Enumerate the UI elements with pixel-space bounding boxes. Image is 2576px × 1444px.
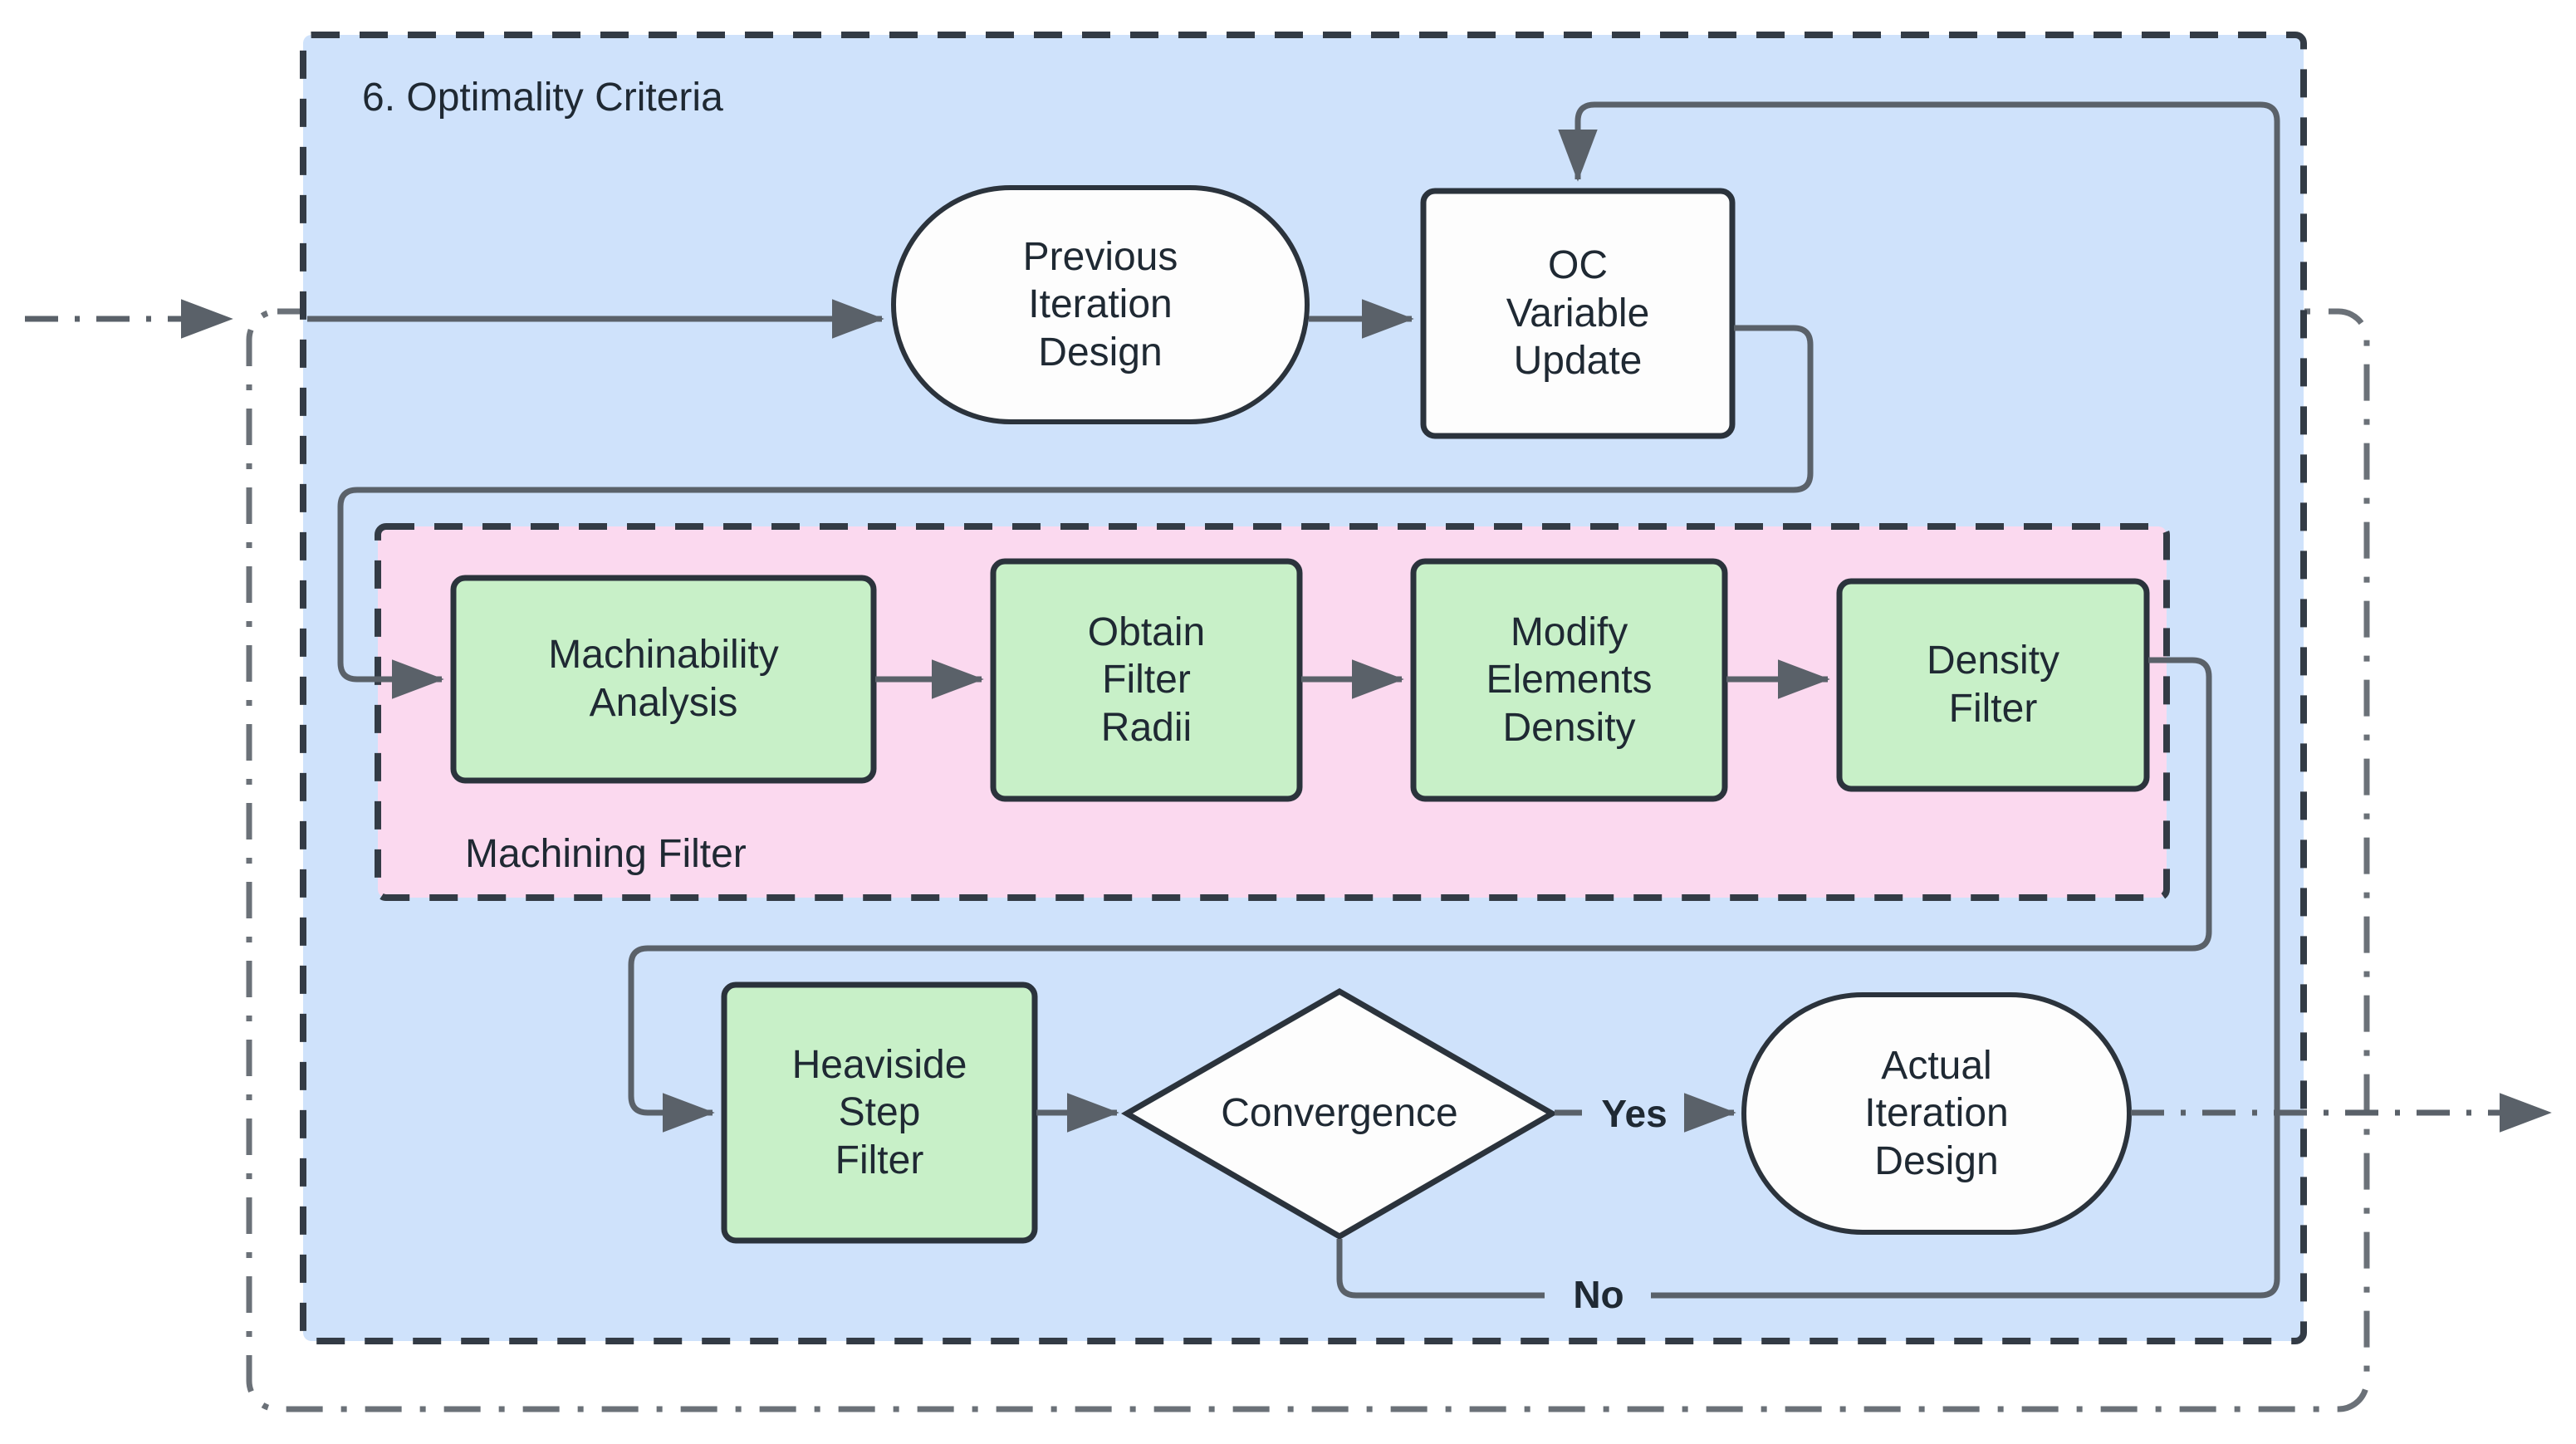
node-density-filter[interactable] xyxy=(1836,578,2150,792)
node-convergence[interactable] xyxy=(1120,987,1559,1241)
edge-density-filter-to-heaviside xyxy=(628,657,2212,1133)
node-oc-variable-update[interactable] xyxy=(1420,188,1736,439)
node-obtain-filter-radii[interactable] xyxy=(990,558,1303,802)
edge-label-no: No xyxy=(1573,1273,1624,1316)
edge-convergence-no-loop xyxy=(1336,1239,1545,1299)
edge-convergence-no-return xyxy=(1558,101,2280,1299)
node-machinability-analysis[interactable] xyxy=(450,575,877,784)
page-title: 6. Optimality Criteria xyxy=(362,76,723,120)
edge-oc-update-to-machinability xyxy=(337,325,1814,699)
node-actual-iteration-design[interactable] xyxy=(1741,992,2132,1235)
edge-label-yes: Yes xyxy=(1601,1092,1668,1135)
node-modify-elements-density[interactable] xyxy=(1410,558,1728,802)
node-previous-iteration-design[interactable] xyxy=(891,185,1310,424)
node-heaviside-step-filter[interactable] xyxy=(721,981,1038,1244)
